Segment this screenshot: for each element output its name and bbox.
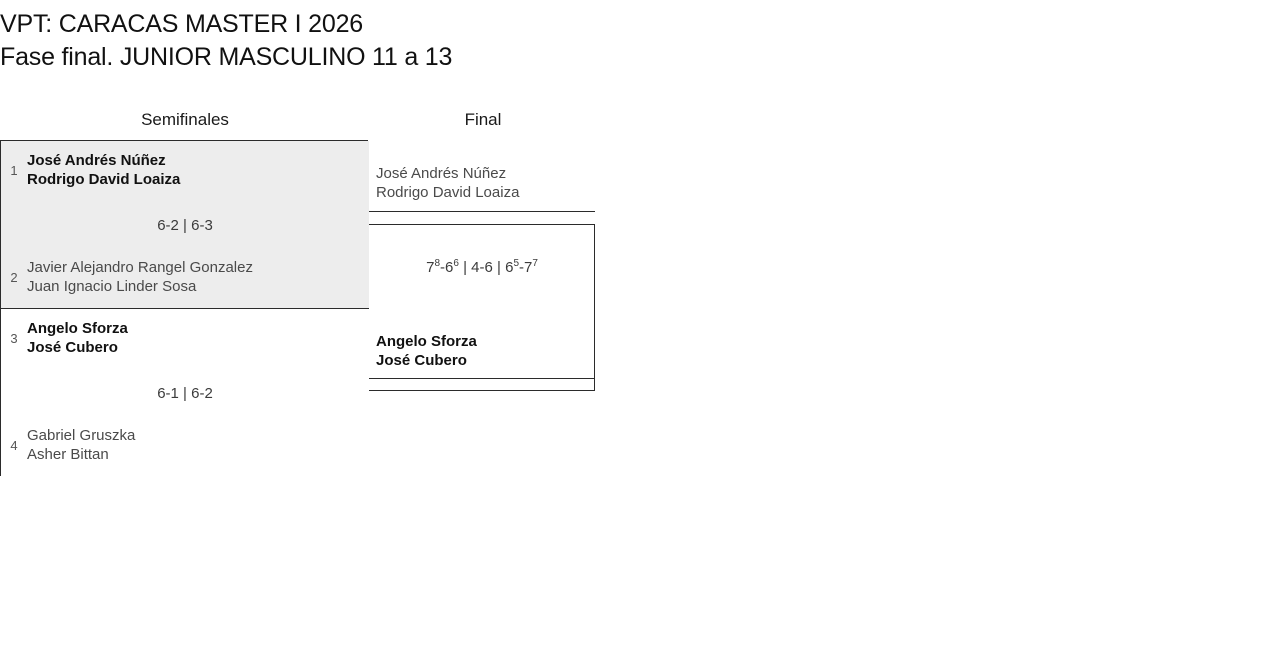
- semifinal-match-1[interactable]: 1 José Andrés Núñez Rodrigo David Loaiza…: [1, 141, 369, 309]
- round-header-semifinals: Semifinales: [141, 110, 229, 129]
- final-team-top[interactable]: José Andrés Núñez Rodrigo David Loaiza: [376, 164, 592, 202]
- semifinal-1-score: 6-2 | 6-3: [157, 217, 213, 234]
- player-name: José Andrés Núñez: [27, 152, 166, 169]
- tiebreak-points: 7: [532, 258, 538, 269]
- player-name: José Cubero: [27, 339, 118, 356]
- player-name: Juan Ignacio Linder Sosa: [27, 278, 197, 295]
- player-name: Asher Bittan: [27, 446, 109, 463]
- team-names: Angelo Sforza José Cubero: [27, 319, 369, 357]
- tournament-title-line-2: Fase final. JUNIOR MASCULINO 11 a 13: [0, 43, 453, 71]
- score-separator: |: [497, 259, 501, 276]
- final-score-set-3: 65-77: [505, 258, 538, 277]
- seed-number: 3: [10, 330, 18, 346]
- seed-number: 1: [10, 162, 18, 178]
- round-header-final: Final: [464, 110, 502, 129]
- semifinal-1-team-top[interactable]: 1 José Andrés Núñez Rodrigo David Loaiza: [1, 145, 369, 195]
- semifinals-column: 1 José Andrés Núñez Rodrigo David Loaiza…: [0, 140, 369, 477]
- player-name: Rodrigo David Loaiza: [27, 171, 181, 188]
- semifinal-match-2[interactable]: 3 Angelo Sforza José Cubero 6-1 | 6-2 4 …: [1, 309, 369, 477]
- team-names: José Andrés Núñez Rodrigo David Loaiza: [27, 151, 369, 189]
- bracket-connector-bottom: [369, 378, 595, 379]
- page-title: VPT: CARACAS MASTER I 2026 Fase final. J…: [0, 8, 1000, 74]
- player-name: José Andrés Núñez: [376, 165, 507, 182]
- team-names: Gabriel Gruszka Asher Bittan: [27, 426, 369, 464]
- team-names: Javier Alejandro Rangel Gonzalez Juan Ig…: [27, 258, 369, 296]
- final-score: 78-66 | 4-6 | 65-77: [369, 259, 595, 277]
- player-name: Angelo Sforza: [376, 333, 477, 350]
- final-team-bottom[interactable]: Angelo Sforza José Cubero: [376, 332, 592, 370]
- player-name: José Cubero: [376, 352, 467, 369]
- semifinal-2-team-bottom[interactable]: 4 Gabriel Gruszka Asher Bittan: [1, 420, 369, 470]
- bracket-connector-top: [369, 211, 595, 212]
- semifinal-1-team-bottom[interactable]: 2 Javier Alejandro Rangel Gonzalez Juan …: [1, 252, 369, 302]
- seed-number: 4: [10, 437, 18, 453]
- tiebreak-points: 5: [513, 258, 519, 269]
- final-score-set-2: 4-6: [471, 259, 493, 276]
- score-separator: |: [463, 259, 467, 276]
- tournament-title-line-1: VPT: CARACAS MASTER I 2026: [0, 10, 363, 38]
- player-name: Gabriel Gruszka: [27, 427, 136, 444]
- tiebreak-points: 6: [453, 258, 459, 269]
- semifinal-2-score: 6-1 | 6-2: [157, 385, 213, 402]
- semifinal-2-team-top[interactable]: 3 Angelo Sforza José Cubero: [1, 313, 369, 363]
- player-name: Rodrigo David Loaiza: [376, 184, 520, 201]
- tiebreak-points: 8: [434, 258, 440, 269]
- player-name: Angelo Sforza: [27, 320, 128, 337]
- final-score-set-1: 78-66: [426, 258, 459, 277]
- seed-number: 2: [10, 269, 18, 285]
- final-match[interactable]: [369, 224, 595, 391]
- player-name: Javier Alejandro Rangel Gonzalez: [27, 259, 253, 276]
